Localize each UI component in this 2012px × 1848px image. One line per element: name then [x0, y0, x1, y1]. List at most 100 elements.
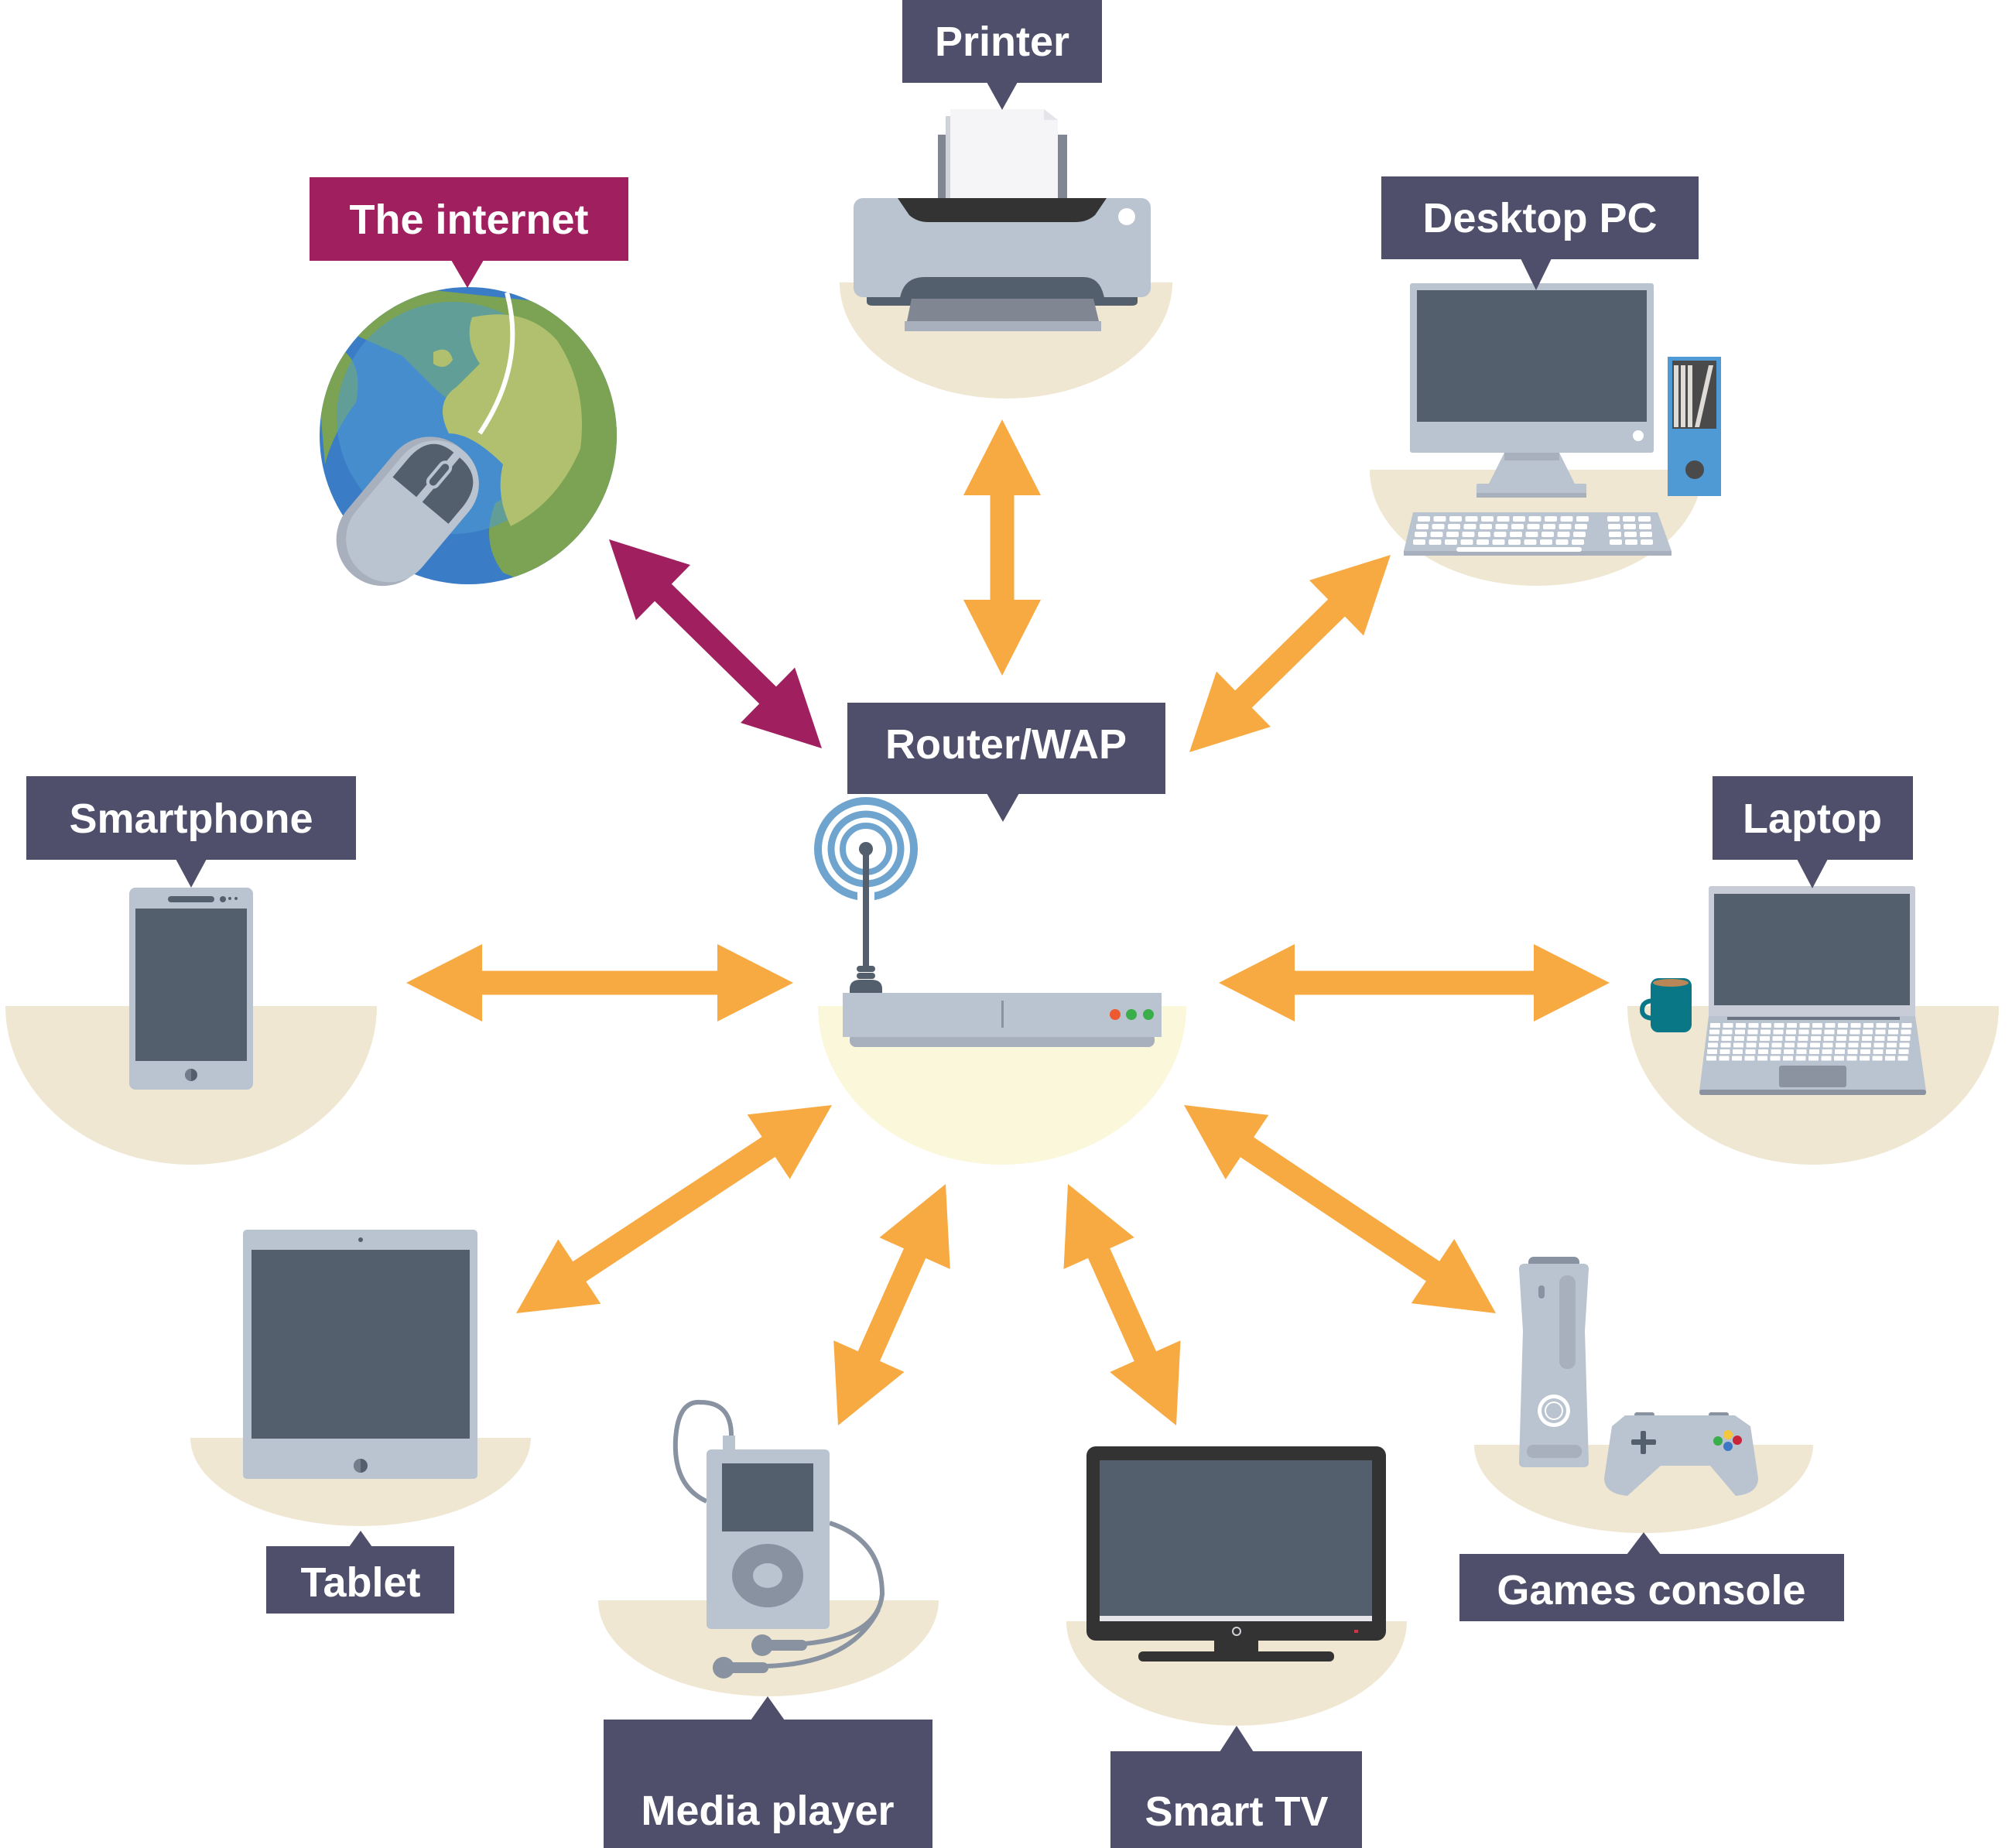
- key: [1576, 516, 1589, 522]
- key: [1540, 539, 1552, 545]
- key: [1733, 1049, 1743, 1054]
- arrow-router-printer: [963, 419, 1041, 676]
- key: [1560, 516, 1573, 522]
- key: [1838, 1023, 1848, 1028]
- key: [1543, 524, 1555, 529]
- key: [1863, 1023, 1873, 1028]
- key: [1797, 1042, 1808, 1048]
- key: [1825, 1023, 1836, 1028]
- arrow-router-laptop: [1219, 944, 1610, 1022]
- key: [1887, 1036, 1897, 1041]
- key: [1836, 1036, 1846, 1041]
- key: [1835, 1049, 1845, 1054]
- pedestal-tv: [1066, 1621, 1407, 1726]
- key: [1721, 1036, 1732, 1041]
- key: [1557, 532, 1570, 537]
- label-smartphone-text: Smartphone: [69, 796, 313, 842]
- key: [1811, 1036, 1821, 1041]
- key: [1887, 1042, 1897, 1048]
- key: [1736, 1023, 1746, 1028]
- key: [1542, 532, 1554, 537]
- key: [1706, 1056, 1716, 1061]
- key: [1771, 1049, 1781, 1054]
- key: [1707, 1049, 1717, 1054]
- key: [1733, 1042, 1743, 1048]
- key: [1720, 1042, 1731, 1048]
- key: [1524, 539, 1537, 545]
- key: [1900, 1036, 1911, 1041]
- label-printer-text: Printer: [935, 19, 1069, 65]
- key: [1481, 516, 1494, 522]
- printer-icon: [854, 109, 1151, 331]
- key: [1795, 1056, 1806, 1061]
- key: [1821, 1056, 1832, 1061]
- key: [1416, 524, 1429, 529]
- key: [1413, 539, 1425, 545]
- key: [1823, 1036, 1834, 1041]
- key: [1445, 539, 1457, 545]
- key: [1860, 1056, 1870, 1061]
- key: [1735, 1029, 1745, 1035]
- key: [1759, 1042, 1769, 1048]
- key: [1899, 1042, 1910, 1048]
- key: [1812, 1029, 1822, 1035]
- key: [1824, 1029, 1835, 1035]
- label-router: Router/WAP: [847, 703, 1165, 822]
- key: [1834, 1056, 1844, 1061]
- key: [1527, 524, 1540, 529]
- key: [1837, 1029, 1847, 1035]
- connection-arrows: [406, 419, 1610, 1425]
- key: [1641, 539, 1653, 545]
- key: [1875, 1029, 1886, 1035]
- key: [1812, 1023, 1822, 1028]
- label-media-text: Media player: [641, 1788, 894, 1834]
- label-desktop-text: Desktop PC: [1422, 195, 1657, 241]
- key: [1889, 1023, 1899, 1028]
- key: [1760, 1036, 1770, 1041]
- tablet-icon: [243, 1230, 477, 1479]
- key: [1774, 1023, 1784, 1028]
- key: [1849, 1029, 1860, 1035]
- wireless-router-icon: [814, 797, 1162, 1047]
- key: [1746, 1042, 1757, 1048]
- label-laptop: Laptop: [1713, 776, 1913, 888]
- key: [1886, 1049, 1896, 1054]
- key: [1747, 1036, 1757, 1041]
- label-console-text: Games console: [1497, 1567, 1805, 1614]
- arrow-router-desktop: [1189, 555, 1391, 752]
- key: [1513, 516, 1525, 522]
- key: [1901, 1029, 1911, 1035]
- key: [1575, 524, 1587, 529]
- mug-icon: [1639, 978, 1692, 1032]
- key: [1623, 516, 1635, 522]
- key: [1432, 524, 1445, 529]
- arrow-router-internet: [609, 539, 822, 748]
- key: [1448, 524, 1460, 529]
- key: [1771, 1042, 1782, 1048]
- key: [1572, 539, 1584, 545]
- key: [1639, 524, 1651, 529]
- label-console: Games console: [1459, 1532, 1844, 1621]
- key: [1809, 1049, 1819, 1054]
- key: [1784, 1042, 1795, 1048]
- games-console-icon: [1519, 1257, 1758, 1496]
- label-smartphone: Smartphone: [26, 776, 356, 888]
- key: [1607, 516, 1620, 522]
- key: [1901, 1023, 1912, 1028]
- label-router-text: Router/WAP: [885, 721, 1127, 768]
- key: [1555, 539, 1569, 545]
- key: [1836, 1042, 1846, 1048]
- label-tablet-text: Tablet: [300, 1559, 420, 1606]
- key: [1559, 524, 1572, 529]
- key: [1573, 532, 1586, 537]
- key: [1723, 1023, 1733, 1028]
- key: [1849, 1036, 1860, 1041]
- key: [1876, 1023, 1887, 1028]
- key: [1545, 516, 1557, 522]
- key: [1495, 524, 1508, 529]
- key: [1873, 1049, 1884, 1054]
- key: [1785, 1036, 1795, 1041]
- arrow-router-smartphone: [406, 944, 793, 1022]
- key: [1480, 524, 1492, 529]
- key: [1625, 539, 1637, 545]
